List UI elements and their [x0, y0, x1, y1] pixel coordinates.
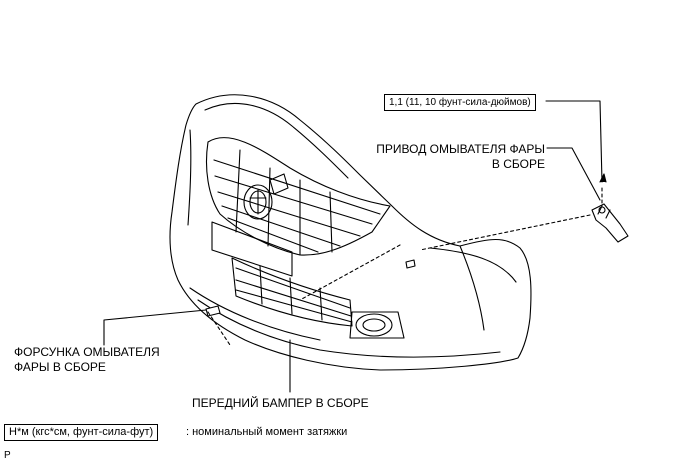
washer-actuator-part [591, 203, 629, 243]
footer-mark: P [4, 450, 11, 461]
front-bumper-illustration [169, 94, 532, 371]
actuator-label-line2: В СБОРЕ [491, 157, 545, 171]
assembly-dashed-lines [207, 187, 603, 346]
leader-lines [103, 100, 607, 393]
actuator-label-line1: ПРИВОД ОМЫВАТЕЛЯ ФАРЫ [376, 142, 545, 156]
nozzle-label: ФОРСУНКА ОМЫВАТЕЛЯ ФАРЫ В СБОРЕ [14, 345, 160, 375]
torque-spec-box: 1,1 (11, 10 фунт-сила-дюймов) [384, 94, 536, 111]
nozzle-label-line1: ФОРСУНКА ОМЫВАТЕЛЯ [14, 345, 160, 359]
fog-lamp-illustration [349, 311, 405, 339]
actuator-label: ПРИВОД ОМЫВАТЕЛЯ ФАРЫ В СБОРЕ [376, 142, 545, 172]
legend-description: : номинальный момент затяжки [186, 426, 348, 438]
upper-grille-illustration [205, 137, 391, 256]
bumper-label: ПЕРЕДНИЙ БАМПЕР В СБОРЕ [192, 396, 369, 410]
lower-grille-illustration [211, 221, 353, 327]
nozzle-label-line2: ФАРЫ В СБОРЕ [14, 360, 106, 374]
legend-units-box: Н*м (кгс*см, фунт-сила-фут) [4, 424, 159, 441]
